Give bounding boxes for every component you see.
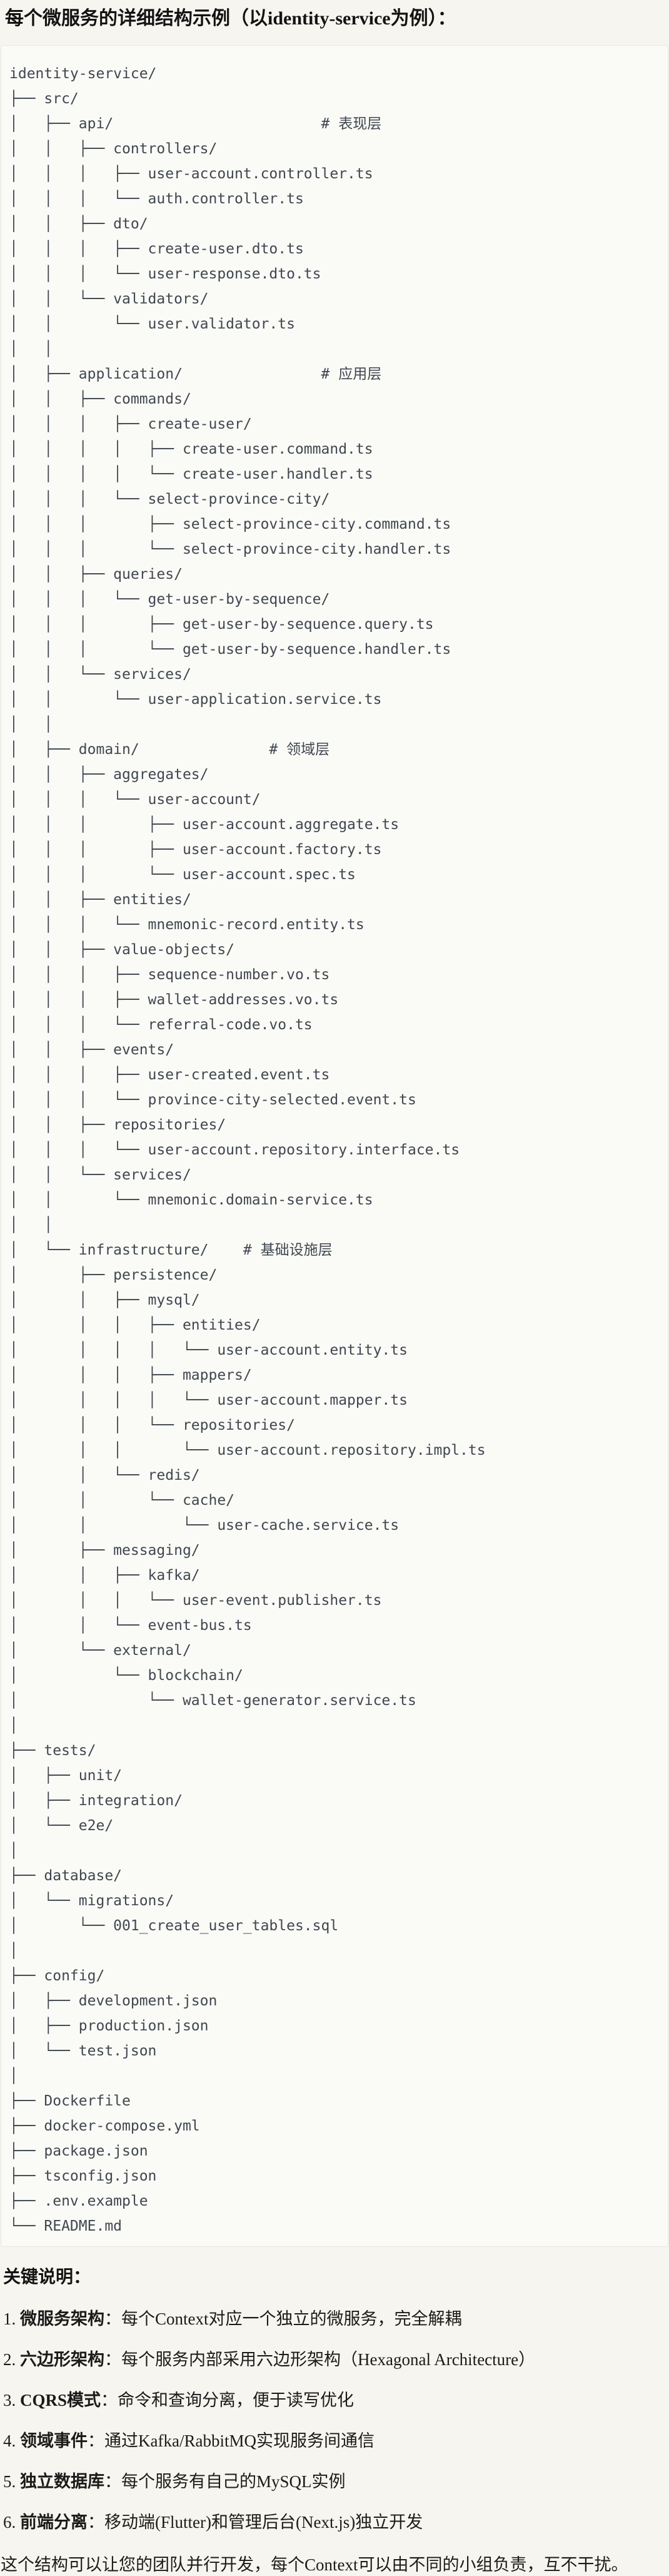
note-text: ：每个Context对应一个独立的微服务，完全解耦 — [104, 2309, 462, 2328]
notes-heading: 关键说明： — [3, 2268, 91, 2287]
note-item: 3. CQRS模式：命令和查询分离，便于读写优化 — [3, 2388, 664, 2412]
directory-tree-panel: identity-service/ ├── src/ │ ├── api/ # … — [1, 45, 668, 2247]
note-number: 2. — [3, 2350, 20, 2369]
note-number: 5. — [3, 2472, 20, 2491]
notes-section: 关键说明： 1. 微服务架构：每个Context对应一个独立的微服务，完全解耦 … — [0, 2267, 669, 2576]
note-term: 前端分离 — [20, 2513, 88, 2532]
note-term: 独立数据库 — [20, 2472, 104, 2491]
closing-paragraph: 这个结构可以让您的团队并行开发，每个Context可以由不同的小组负责，互不干扰… — [1, 2555, 628, 2574]
note-item: 5. 独立数据库：每个服务有自己的MySQL实例 — [3, 2470, 664, 2493]
note-term: CQRS模式 — [20, 2391, 101, 2410]
note-number: 3. — [3, 2391, 20, 2410]
page-title: 每个微服务的详细结构示例（以identity-service为例）： — [5, 8, 456, 29]
note-item: 2. 六边形架构：每个服务内部采用六边形架构（Hexagonal Archite… — [3, 2348, 664, 2371]
note-number: 6. — [3, 2513, 20, 2532]
note-number: 1. — [3, 2309, 20, 2328]
note-text: ：命令和查询分离，便于读写优化 — [101, 2391, 355, 2410]
note-text: ：每个服务有自己的MySQL实例 — [104, 2472, 346, 2491]
note-term: 微服务架构 — [20, 2309, 104, 2328]
note-item: 6. 前端分离：移动端(Flutter)和管理后台(Next.js)独立开发 — [3, 2510, 664, 2534]
directory-tree: identity-service/ ├── src/ │ ├── api/ # … — [9, 66, 486, 2234]
note-text: ：移动端(Flutter)和管理后台(Next.js)独立开发 — [88, 2513, 423, 2532]
note-text: ：通过Kafka/RabbitMQ实现服务间通信 — [88, 2431, 375, 2450]
note-term: 六边形架构 — [20, 2350, 104, 2369]
note-number: 4. — [3, 2431, 20, 2450]
note-term: 领域事件 — [20, 2431, 88, 2450]
note-item: 4. 领域事件：通过Kafka/RabbitMQ实现服务间通信 — [3, 2429, 664, 2453]
note-text: ：每个服务内部采用六边形架构（Hexagonal Architecture） — [104, 2350, 536, 2369]
note-item: 1. 微服务架构：每个Context对应一个独立的微服务，完全解耦 — [3, 2307, 664, 2331]
